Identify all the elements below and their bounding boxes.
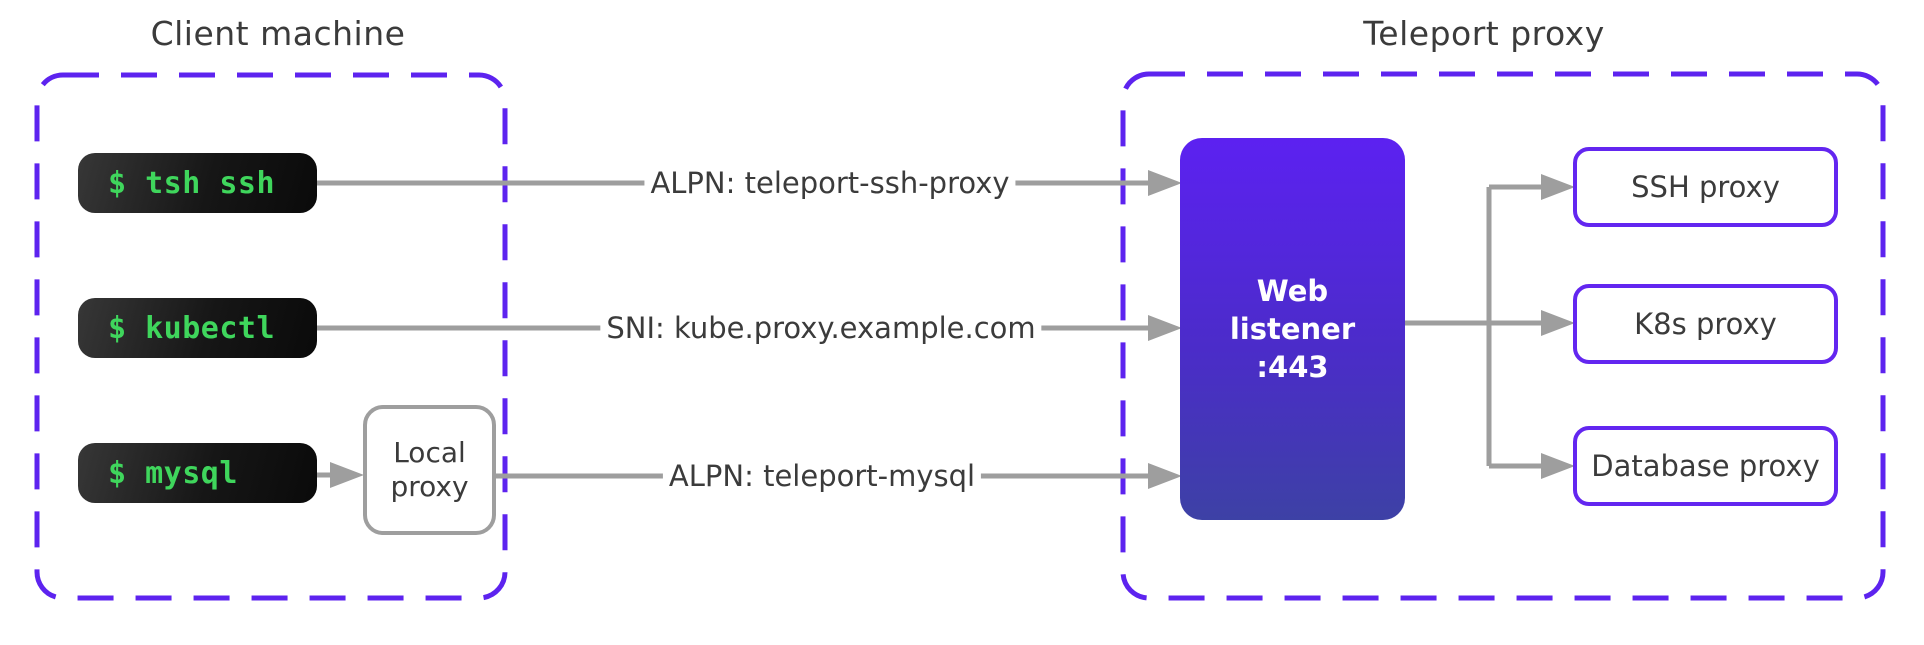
web-listener-node: Web listener :443: [1180, 138, 1405, 520]
ssh-proxy-label: SSH proxy: [1631, 170, 1780, 204]
terminal-chip-tsh-ssh: $ tsh ssh: [78, 153, 317, 213]
mysql-arrowhead-icon: [1148, 463, 1182, 489]
client-machine-title: Client machine: [150, 14, 406, 53]
database-proxy-node: Database proxy: [1573, 426, 1838, 506]
database-proxy-arrowhead-icon: [1541, 453, 1575, 479]
connection-label-alpn-mysql: ALPN: teleport-mysql: [662, 457, 982, 495]
terminal-chip-mysql: $ mysql: [78, 443, 317, 503]
local-proxy-node: Local proxy: [363, 405, 496, 535]
terminal-command-mysql: $ mysql: [108, 455, 238, 491]
web-listener-line3: :443: [1256, 350, 1329, 385]
connection-label-sni-kube: SNI: kube.proxy.example.com: [600, 309, 1042, 347]
k8s-proxy-arrowhead-icon: [1541, 310, 1575, 336]
kube-arrowhead-icon: [1148, 315, 1182, 341]
database-proxy-label: Database proxy: [1591, 449, 1820, 483]
terminal-chip-kubectl: $ kubectl: [78, 298, 317, 358]
local-proxy-label: Local proxy: [390, 435, 469, 503]
connection-label-alpn-ssh: ALPN: teleport-ssh-proxy: [644, 164, 1016, 202]
web-listener-line1: Web: [1256, 273, 1329, 308]
terminal-command-kubectl: $ kubectl: [108, 310, 276, 346]
web-listener-line2: listener: [1229, 311, 1356, 346]
ssh-proxy-node: SSH proxy: [1573, 147, 1838, 227]
mysql-to-localproxy-arrowhead-icon: [330, 462, 364, 488]
ssh-proxy-arrowhead-icon: [1541, 174, 1575, 200]
ssh-arrowhead-icon: [1148, 170, 1182, 196]
k8s-proxy-node: K8s proxy: [1573, 284, 1838, 364]
terminal-command-tsh-ssh: $ tsh ssh: [108, 165, 276, 201]
teleport-proxy-boundary: [1120, 71, 1886, 601]
teleport-proxy-title: Teleport proxy: [1363, 14, 1605, 53]
k8s-proxy-label: K8s proxy: [1634, 307, 1777, 341]
client-machine-boundary: [34, 72, 508, 601]
